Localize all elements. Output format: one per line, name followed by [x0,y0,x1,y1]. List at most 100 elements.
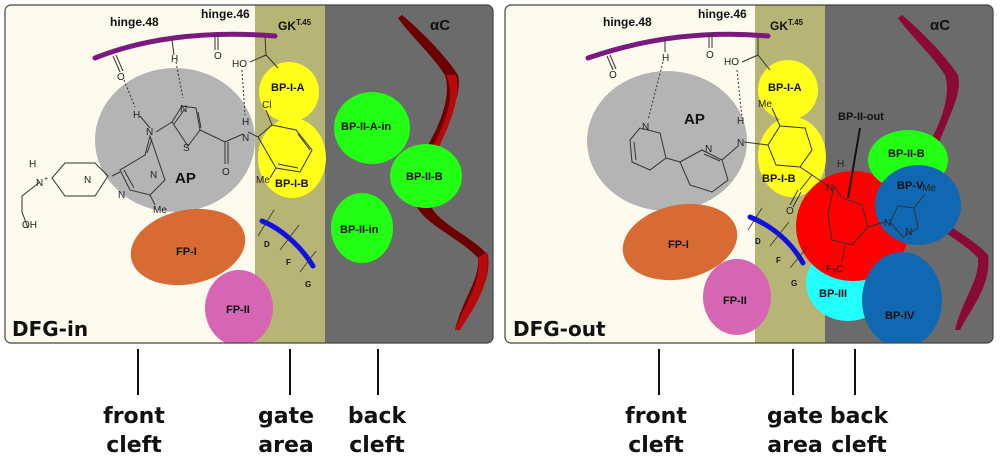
atom-n: N [150,170,157,181]
atom-h: H [837,159,844,170]
ap-label: AP [684,111,705,128]
atom-f3c: F3C [826,264,843,276]
pocket-bp-i-b [258,118,326,198]
pocket-bp-iv [862,252,942,343]
ap-label: AP [175,170,196,187]
gate-area-label-2: area [258,433,313,458]
back-cleft-label: back [830,404,890,429]
dfg-f-label: F [776,256,781,265]
dfg-motif [257,209,317,273]
dfg-d-label: D [264,240,270,249]
back-cleft-label-2: cleft [349,433,405,458]
panel-dfg-in: O H O HO H N N S H N O N N Me N N + H OH… [5,5,493,343]
bp-i-b-label: BP-I-B [275,178,309,190]
bp-ii-b-label: BP-II-B [888,148,925,160]
back-cleft-label-2: cleft [831,433,887,458]
bp-ii-a-in-label: BP-II-A-in [341,121,391,133]
pocket-bp-i-a [259,62,319,122]
back-cleft-label: back [348,404,408,429]
pocket-bp-ii-in [331,193,393,263]
atom-n: N [146,127,153,138]
region-labels-right: front cleft gate area back cleft [625,349,890,458]
front-cleft-label-2: cleft [628,433,684,458]
atom-h: H [29,159,36,170]
pocket-bp-v [875,165,961,245]
pocket-fp-ii [205,270,273,343]
bp-i-a-label: BP-I-A [768,82,802,94]
dfg-g-label: G [305,280,311,289]
gate-area-label: gate [767,404,823,429]
atom-me: Me [758,99,772,110]
alpha-c-label: αC [430,17,450,34]
bp-iv-label: BP-IV [885,310,915,322]
front-cleft-label: front [625,404,687,429]
dfg-out-state-label: DFG-out [513,317,606,341]
ligand-dfg-out [606,33,926,263]
pocket-ap [587,71,747,211]
gate-area-label: gate [258,404,314,429]
bp-ii-in-label: BP-II-in [340,224,379,236]
atom-n: N [826,183,833,194]
atom-n: N [905,227,912,238]
atom-h: H [133,110,140,121]
atom-n-plus: N [36,178,43,189]
gate-area-label-2: area [767,433,822,458]
front-cleft-label-2: cleft [106,433,162,458]
atom-n: N [118,190,125,201]
atom-o: O [117,72,125,83]
fp-i-label: FP-I [668,239,689,251]
dfg-motif [747,207,809,269]
fp-ii-label: FP-II [723,295,747,307]
fp-ii-label: FP-II [226,304,250,316]
hinge-48-label: hinge.48 [110,15,159,29]
atom-h: H [242,117,249,128]
atom-oh: OH [22,220,37,231]
atom-o: O [214,51,222,62]
atom-n: N [180,104,187,115]
pocket-bp-i-a [758,60,818,120]
atom-h: H [737,116,744,127]
atom-charge: + [44,176,48,183]
bp-ii-out-label: BP-II-out [838,111,884,123]
bp-i-a-label: BP-I-A [271,82,305,94]
atom-cl: Cl [262,100,271,111]
hinge-backbone [585,31,771,61]
panel-dfg-out: O H O HO N N H N Me H N O N N Me F3C hin… [505,5,993,343]
dfg-g-label: G [791,279,797,288]
pocket-fp-i [622,203,738,281]
alpha-c-label: αC [930,17,950,34]
atom-n: N [737,138,744,149]
atom-n: N [242,133,249,144]
bp-v-label: BP-V [897,180,924,192]
atom-o: O [222,167,230,178]
gatekeeper-label: GKT.45 [770,18,804,33]
region-labels-left: front cleft gate area back cleft [103,349,408,458]
atom-me: Me [922,183,936,194]
atom-me: Me [153,205,167,216]
pocket-bp-ii-b [390,144,462,208]
hinge-backbone [92,31,278,61]
atom-n: N [884,218,891,229]
atom-n: N [84,175,91,186]
bp-ii-b-label: BP-II-B [406,171,443,183]
atom-h: H [171,54,178,65]
atom-h: H [662,53,669,64]
hinge-48-label: hinge.48 [603,15,652,29]
ligand-dfg-in [21,34,313,229]
hinge-46-label: hinge.46 [698,7,747,21]
dfg-f-label: F [286,258,291,267]
pocket-bp-ii-a-in [334,92,410,164]
atom-ho: HO [724,57,739,68]
dfg-d-label: D [755,237,761,246]
gatekeeper-label: GKT.45 [278,18,312,33]
front-cleft-label: front [103,404,165,429]
panel-border [4,4,494,344]
pocket-fp-i [130,208,246,286]
pocket-bp-i-b [758,117,826,197]
pocket-fp-ii [703,259,771,335]
bp-ii-out-pointer [847,127,861,199]
hinge-46-label: hinge.46 [201,7,250,21]
atom-o: O [609,70,617,81]
atom-o: O [706,50,714,61]
